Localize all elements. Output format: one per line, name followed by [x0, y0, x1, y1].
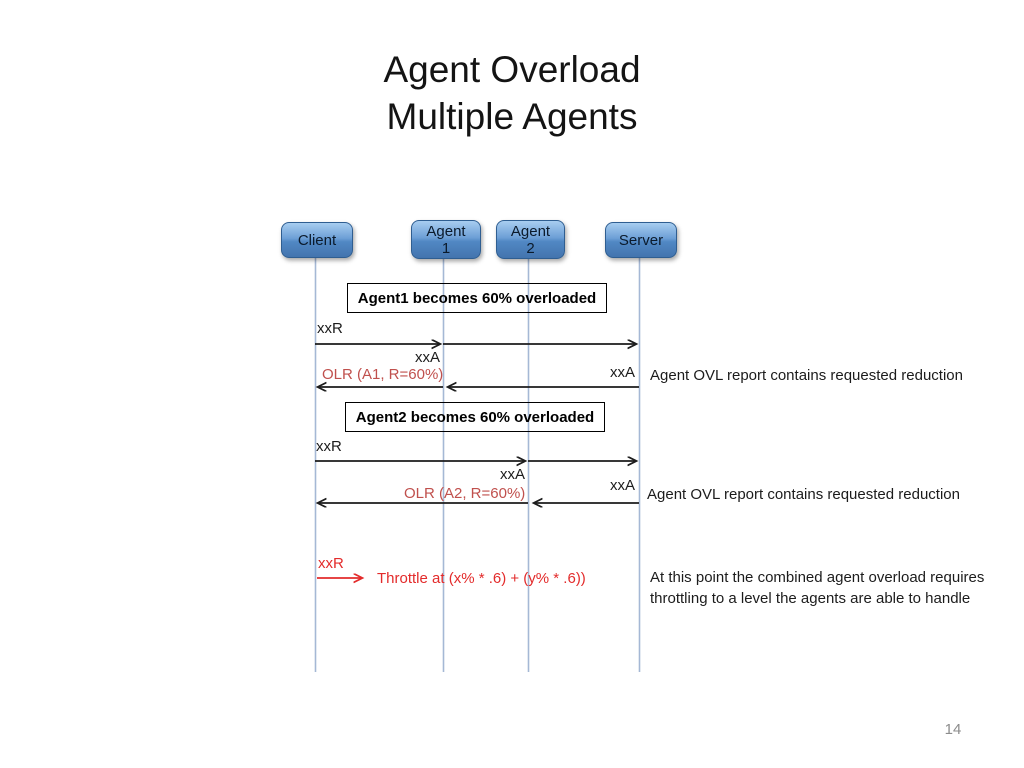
actor-agent1-label: Agent: [426, 222, 466, 240]
annotation-combined-overload: At this point the combined agent overloa…: [650, 569, 985, 607]
title-line-2: Multiple Agents: [386, 96, 638, 137]
page-number: 14: [944, 721, 962, 738]
actor-agent2[interactable]: Agent 2: [496, 220, 565, 259]
label-xxr-3: xxR: [318, 555, 344, 572]
actor-agent2-label2: 2: [526, 239, 535, 257]
label-olr-1: OLR (A1, R=60%): [322, 366, 444, 383]
annotation-ovl-report-1: Agent OVL report contains requested redu…: [650, 367, 963, 384]
title-line-1: Agent Overload: [383, 49, 641, 90]
actor-agent2-label: Agent: [510, 222, 551, 240]
actor-agent1[interactable]: Agent 1: [411, 220, 481, 259]
note-agent2-overloaded: Agent2 becomes 60% overloaded: [345, 402, 605, 432]
label-xxr-2: xxR: [316, 438, 342, 455]
actor-agent1-label2: 1: [441, 239, 451, 257]
label-throttle: Throttle at (x% * .6) + (y% * .6)): [377, 570, 586, 587]
label-xxa-1-agent: xxA: [414, 349, 440, 366]
label-xxa-2-server: xxA: [609, 477, 635, 494]
actor-client[interactable]: Client: [281, 222, 353, 258]
actor-client-label: Client: [297, 231, 337, 249]
label-olr-2: OLR (A2, R=60%): [404, 485, 526, 502]
label-xxr-1: xxR: [317, 320, 343, 337]
actor-server-label: Server: [618, 231, 664, 249]
actor-server[interactable]: Server: [605, 222, 677, 258]
label-xxa-2-agent: xxA: [499, 466, 525, 483]
annotation-ovl-report-2: Agent OVL report contains requested redu…: [647, 486, 960, 503]
slide-title: Agent Overload Multiple Agents: [0, 46, 1024, 140]
note-agent1-overloaded: Agent1 becomes 60% overloaded: [347, 283, 607, 313]
label-xxa-1-server: xxA: [609, 364, 635, 381]
